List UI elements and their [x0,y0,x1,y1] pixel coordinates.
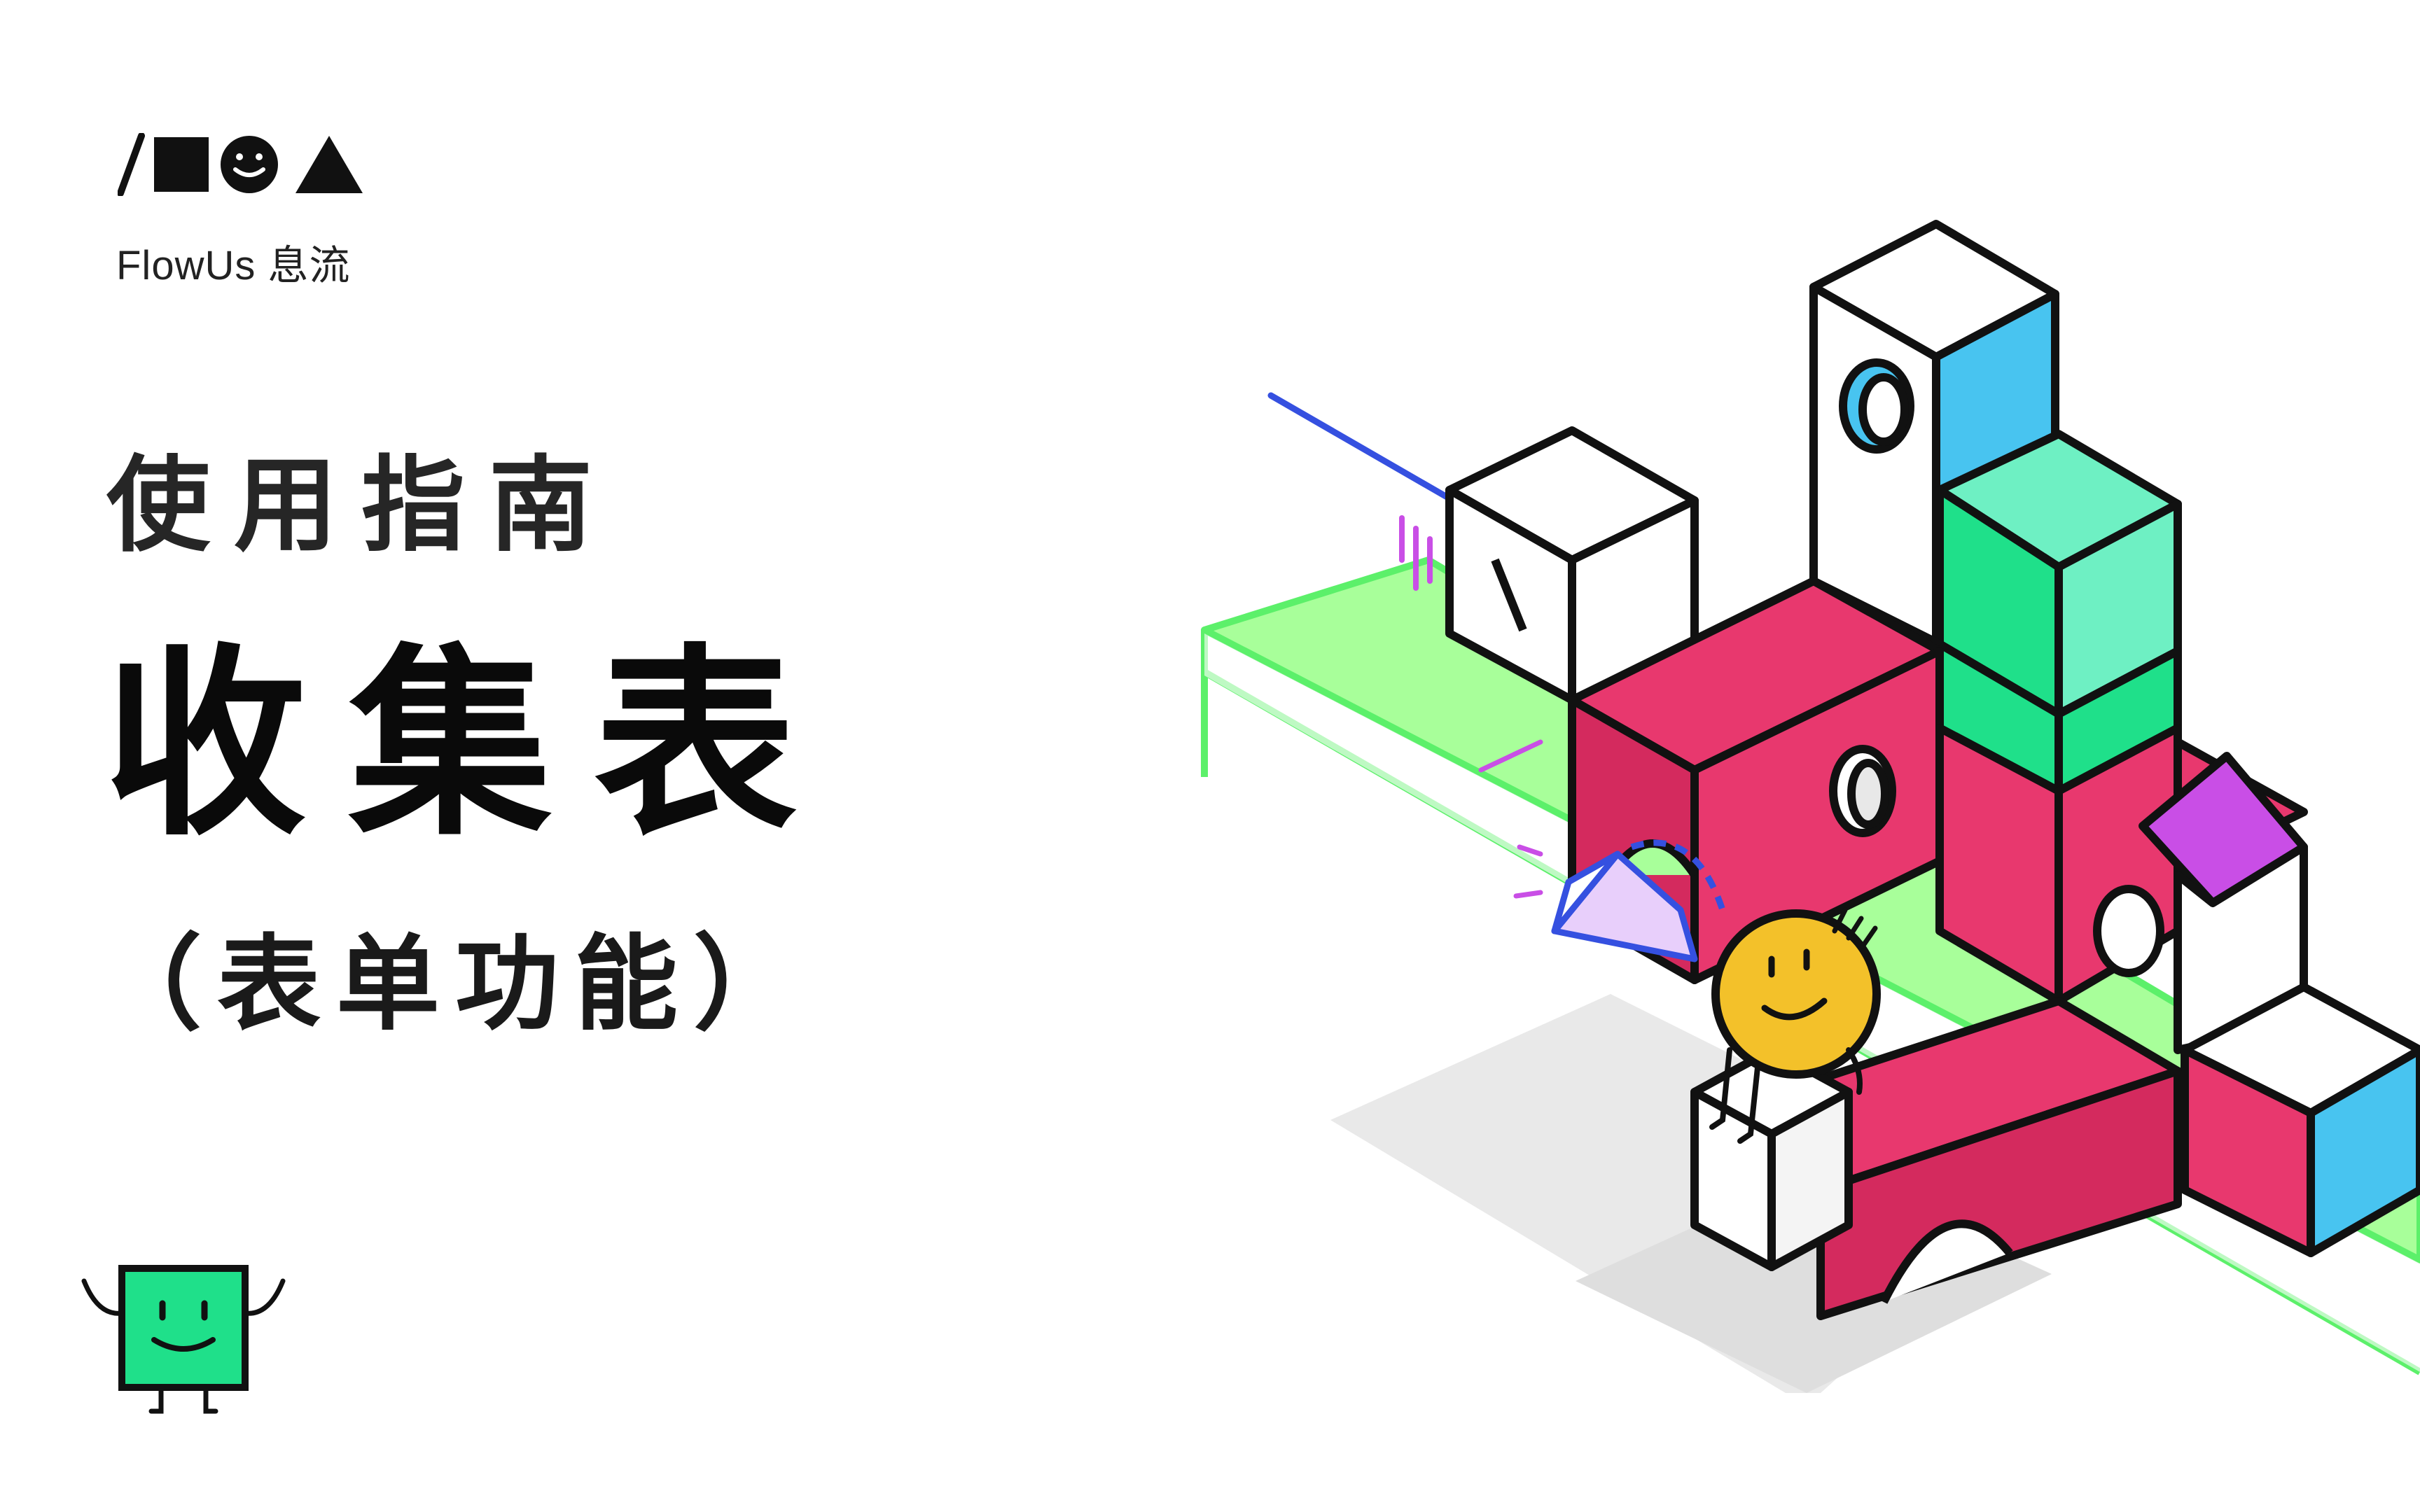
megaphone-icon [1551,839,1726,962]
seat-cube [1690,1046,1853,1271]
blue-line [1267,392,1456,504]
page-subtitle: （表单功能） [98,924,812,1044]
motion-lines [1399,515,1433,591]
brand-logo [118,133,363,196]
smiley-circle-icon [221,136,278,193]
brand-name: FlowUs 息流 [116,243,351,288]
triangle-icon [295,136,363,193]
guide-label: 使用指南 [106,445,616,566]
slash-icon [118,133,145,196]
building-blocks-illustration [1201,220,2420,1393]
smiley-ball-character [1709,907,1881,1144]
page-title: 收集表 [104,627,839,863]
pink-bridge-right [1935,724,2308,1054]
blue-cube [2181,983,2420,1257]
square-icon [154,137,209,192]
green-square-mascot-icon [81,1265,286,1414]
white-cube [1445,426,1699,704]
